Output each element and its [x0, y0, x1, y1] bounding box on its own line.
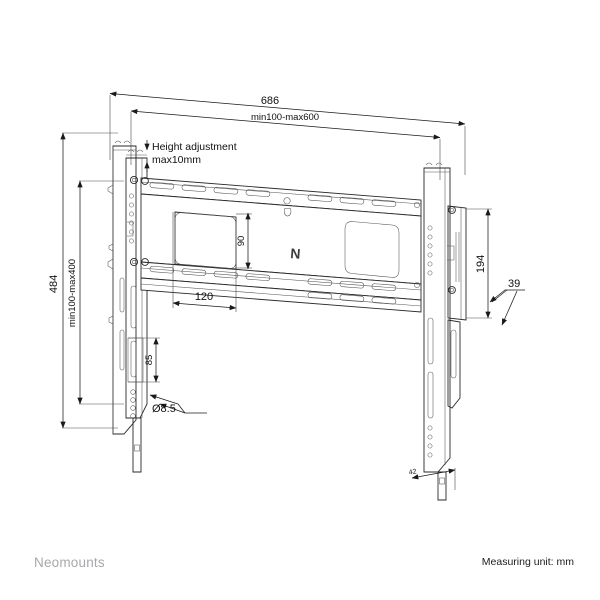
keyhole-slot	[283, 197, 292, 217]
right-bracket-arm	[447, 205, 467, 409]
dimension-thickness-42: 42	[408, 468, 456, 492]
neomounts-plate-logo: N	[290, 245, 301, 262]
dim-194-label: 194	[475, 255, 487, 273]
dimension-mount-width-range: min100-max600	[130, 108, 441, 180]
dim-diameter-label: Ø8.5	[152, 403, 176, 415]
dimension-cutout-height: 90	[236, 212, 252, 270]
brand-label: Neomounts	[34, 555, 105, 570]
dimension-mount-height-range: min100-max400	[67, 180, 124, 405]
dimension-hole-diameter: Ø8.5	[149, 394, 207, 415]
plate-cutout-right	[344, 221, 400, 278]
left-wall-rail-back	[107, 140, 137, 435]
dim-120-label: 120	[195, 291, 213, 303]
dim-min100max600-label: min100-max600	[251, 112, 319, 123]
dim-90-label: 90	[236, 236, 247, 247]
dimension-cutout-offset: 120	[172, 212, 237, 312]
dim-85-label: 85	[144, 355, 155, 366]
note-line-1: Height adjustment	[152, 141, 237, 153]
note-height-adjustment: Height adjustment max10mm	[144, 140, 237, 172]
right-wall-rail-back	[423, 162, 451, 501]
dimension-depth-39: 39	[489, 278, 525, 326]
dim-484-label: 484	[48, 275, 60, 293]
dim-686-label: 686	[261, 95, 279, 107]
dimension-slot-85: 85	[128, 337, 160, 383]
plate-slot-group-upper	[149, 181, 397, 207]
dim-min100max400-label: min100-max400	[67, 259, 78, 327]
plate-slot-group-lower	[149, 265, 397, 305]
dimension-bracket-height: 194	[466, 208, 492, 319]
dim-39-label: 39	[508, 278, 520, 290]
measuring-unit-label: Measuring unit: mm	[481, 556, 574, 568]
plate-cutout-left	[174, 211, 237, 270]
main-mounting-plate: N	[140, 177, 422, 313]
dim-42-label: 42	[408, 468, 417, 476]
dimension-overall-height: 484	[48, 132, 118, 429]
note-line-2: max10mm	[152, 154, 201, 166]
